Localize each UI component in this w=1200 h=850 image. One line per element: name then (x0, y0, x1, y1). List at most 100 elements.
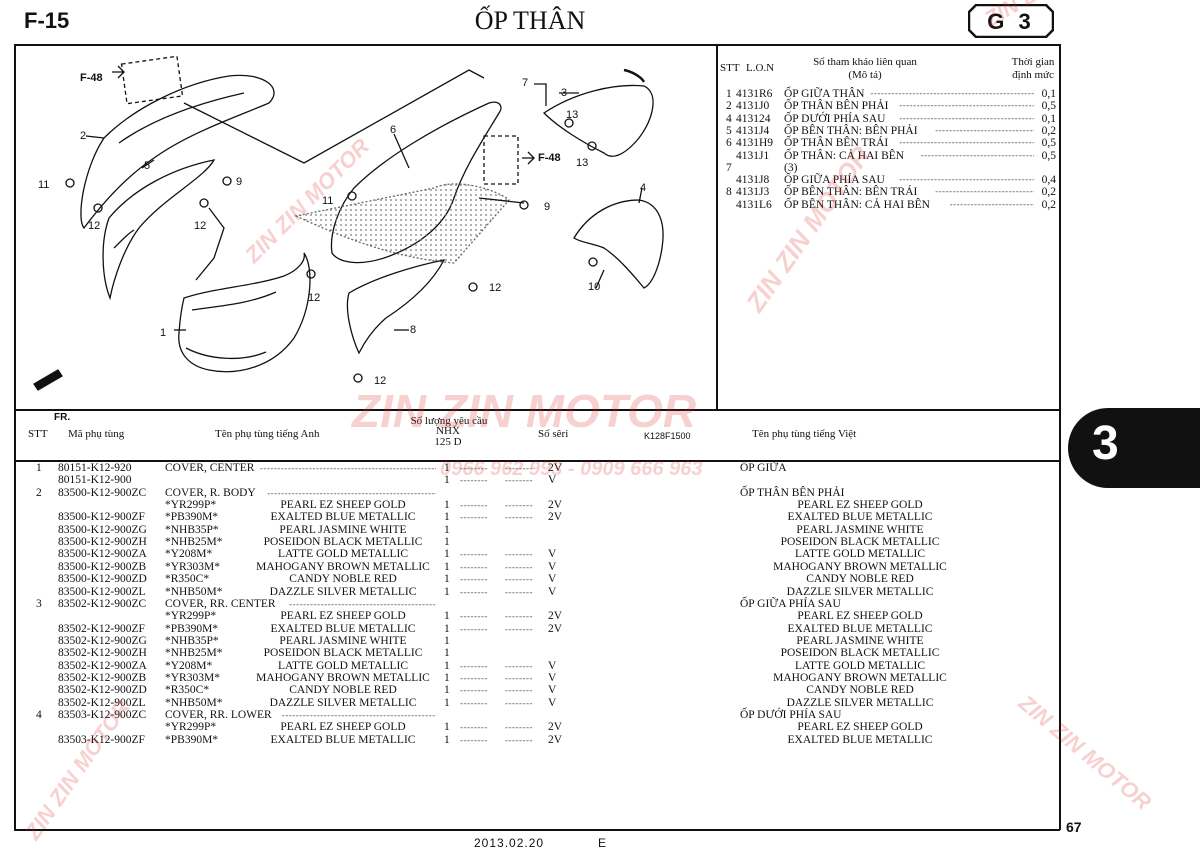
table-row: 83502-K12-900ZA*Y208M*LATTE GOLD METALLI… (0, 660, 1060, 672)
parts-header-vn: Tên phụ tùng tiếng Việt (752, 428, 857, 440)
group-tag: G 3 (968, 4, 1054, 38)
row-color-code: *YR299P* (165, 610, 217, 623)
row-dash: -------- (460, 463, 488, 473)
row-part-code: 83502-K12-900ZL (58, 696, 146, 709)
row-color-name: CANDY NOBLE RED (289, 684, 397, 697)
row-eng-name: COVER, RR. LOWER (165, 709, 272, 721)
row-qty: 1 (444, 684, 450, 697)
ref-time: 0,1 (1041, 112, 1056, 125)
row-qty: 1 (444, 523, 450, 536)
row-vn-name: ỐP THÂN BÊN PHẢI (740, 486, 845, 499)
row-dash: -------- (505, 734, 533, 745)
ref-leader: ----------------------------------------… (899, 174, 1034, 185)
ref-time: 0,5 (1041, 149, 1056, 162)
section-tab: 3 (1068, 408, 1200, 488)
ref-header-time: Thời gian (1011, 56, 1055, 68)
callout-9a: 9 (236, 176, 243, 188)
f48-ref-right: F-48 (538, 152, 561, 164)
row-qty: 1 (444, 474, 450, 487)
table-row: 83503-K12-900ZF*PB390M*EXALTED BLUE META… (0, 734, 1060, 746)
row-eng-name: COVER, CENTER (165, 462, 255, 474)
row-vn-name: LATTE GOLD METALLIC (794, 659, 926, 672)
row-color-name: DAZZLE SILVER METALLIC (269, 585, 417, 598)
row-qty: 1 (444, 733, 450, 746)
group-tag-frame (968, 4, 1054, 38)
row-qty: 1 (444, 659, 450, 672)
ref-time: 0,1 (1041, 88, 1056, 100)
frame-bottom (14, 829, 1060, 831)
row-color-code: *YR299P* (165, 499, 217, 512)
row-color-name: EXALTED BLUE METALLIC (270, 733, 416, 746)
ref-stt: 5 (726, 124, 732, 137)
parts-header-eng: Tên phụ tùng tiếng Anh (215, 428, 320, 440)
frame-top (14, 44, 1060, 46)
ref-time: 0,2 (1041, 124, 1056, 137)
callout-4: 4 (640, 182, 647, 194)
ref-lon: 4131L6 (736, 198, 772, 211)
row-color-name: LATTE GOLD METALLIC (277, 659, 409, 672)
callout-9b: 9 (544, 201, 551, 213)
row-vn-name: ỐP GIỮA (740, 462, 787, 474)
ref-desc: (3) (784, 161, 798, 174)
ref-desc: ỐP BÊN THÂN: CẢ HAI BÊN (784, 198, 930, 211)
row-vn-name: POSEIDON BLACK METALLIC (780, 536, 940, 549)
row-serial: 2V (548, 733, 563, 746)
ref-row: 4131L6 ỐP BÊN THÂN: CẢ HAI BÊN -----------… (722, 199, 1056, 211)
callout-12d: 12 (489, 282, 502, 294)
ref-leader: ----------------------------------------… (899, 137, 1034, 148)
row-dash: -------- (460, 561, 488, 572)
callout-12a: 12 (88, 220, 101, 232)
row-eng-name: COVER, R. BODY (165, 486, 256, 499)
row-serial: V (548, 573, 557, 586)
ref-leader: ----------------------------------------… (935, 186, 1034, 197)
row-serial: 2V (548, 511, 563, 524)
row-color-name: POSEIDON BLACK METALLIC (263, 647, 423, 660)
row-color-code: *NHB50M* (165, 696, 223, 709)
row-color-code: *Y208M* (165, 659, 213, 672)
row-dash: -------- (505, 586, 533, 597)
parts-drawing (33, 55, 664, 391)
row-part-code: 83502-K12-900ZC (58, 597, 147, 610)
row-dash: -------- (460, 660, 488, 671)
ref-leader: ----------------------------------------… (949, 198, 1034, 209)
ref-stt: 8 (726, 186, 732, 199)
row-dash: -------- (505, 549, 533, 560)
callout-11b: 11 (322, 195, 334, 207)
row-vn-name: CANDY NOBLE RED (806, 684, 914, 697)
ref-desc: ỐP THÂN BÊN PHẢI (784, 100, 889, 113)
callout-6: 6 (390, 124, 397, 136)
row-eng-name: COVER, RR. CENTER (165, 597, 276, 610)
table-row: 83502-K12-900ZL*NHB50M*DAZZLE SILVER MET… (0, 697, 1060, 709)
row-part-code: 83500-K12-900ZL (58, 585, 146, 598)
f48-ref-left: F-48 (80, 72, 103, 84)
row-part-code: 83503-K12-900ZF (58, 733, 145, 746)
part-3-shape (542, 84, 654, 157)
row-dash: -------- (460, 475, 488, 486)
row-dash: -------- (505, 660, 533, 671)
ref-desc: ỐP BÊN THÂN: BÊN TRÁI (784, 186, 918, 199)
row-serial: V (548, 671, 557, 684)
row-dash: -------- (505, 561, 533, 572)
group-tag-label: G 3 (987, 9, 1035, 34)
row-dash: -------- (460, 697, 488, 708)
callout-12c: 12 (308, 292, 321, 304)
ref-header-stt: STT (720, 62, 740, 74)
callout-2: 2 (80, 130, 87, 142)
row-color-code: *R350C* (165, 573, 210, 586)
row-leader: ----------------------------------------… (259, 463, 436, 473)
section-tab-number: 3 (1092, 417, 1119, 470)
row-part-code: 80151-K12-920 (58, 462, 132, 474)
row-leader: ----------------------------------------… (281, 710, 436, 720)
row-serial: 2V (548, 622, 563, 635)
callout-12e: 12 (374, 375, 387, 387)
part-1-shape (178, 252, 311, 373)
row-color-name: PEARL EZ SHEEP GOLD (280, 499, 406, 512)
table-row: 83500-K12-900ZH*NHB25M*POSEIDON BLACK ME… (0, 536, 1060, 548)
